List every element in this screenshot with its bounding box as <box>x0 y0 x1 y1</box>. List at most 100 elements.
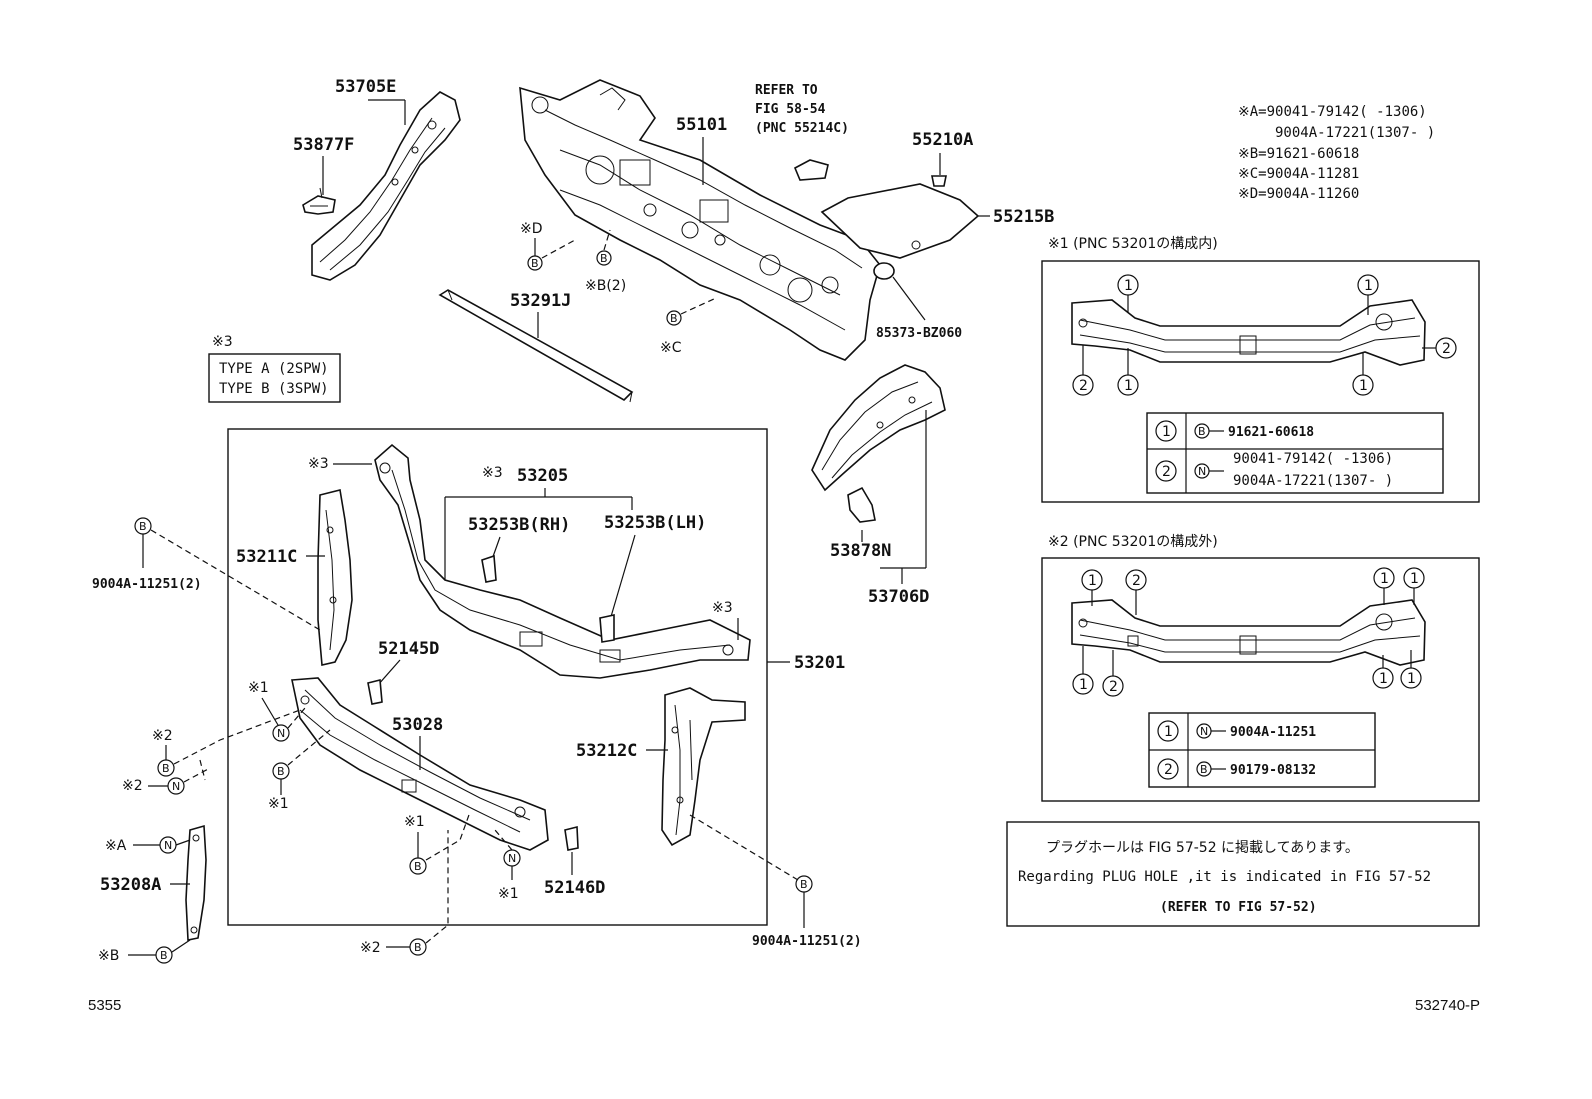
svg-text:N: N <box>1200 725 1208 738</box>
mark-3-upper-left: ※3 <box>308 456 329 472</box>
bolt-symbol-left-letter: B <box>139 520 147 533</box>
plug-note-refer: (REFER TO FIG 57-52) <box>1160 900 1317 915</box>
inset2-row2-part: 90179-08132 <box>1230 763 1316 778</box>
type-box-mark: ※3 <box>212 334 233 350</box>
bolt-symbol-2-letter: B <box>162 762 170 775</box>
svg-text:1: 1 <box>1379 671 1388 687</box>
svg-text:1: 1 <box>1410 571 1419 587</box>
svg-text:1: 1 <box>1407 671 1416 687</box>
bolt-symbol-b-letter: B <box>160 949 168 962</box>
plug-part-85373 <box>873 262 895 280</box>
clip-part-55210a <box>931 175 947 187</box>
label-53705e: 53705E <box>335 77 396 97</box>
mark-1-n-upper: ※1 <box>248 680 269 696</box>
bracket-part-52146d <box>564 825 579 851</box>
mark-2-b: ※2 <box>152 728 173 744</box>
type-b-label: TYPE B (3SPW) <box>219 381 329 397</box>
apron-upper-part-53705e <box>311 91 461 281</box>
label-53877f: 53877F <box>293 135 354 155</box>
bracket-part-53253b-rh <box>481 554 497 583</box>
label-85373-bz060: 85373-BZ060 <box>876 326 962 341</box>
bolt-symbol-2-bottom-letter: B <box>414 941 422 954</box>
inset2-row1-part: 9004A-11251 <box>1230 725 1316 740</box>
svg-text:2: 2 <box>1162 464 1171 480</box>
side-support-part-53211c <box>317 489 353 666</box>
dash-panel-part-55101 <box>519 79 881 361</box>
mark-b: ※B <box>98 948 119 964</box>
legend-c: ※C=9004A-11281 <box>1238 166 1359 182</box>
svg-text:1: 1 <box>1162 424 1171 440</box>
label-53878n: 53878N <box>830 541 891 561</box>
bracket-part-53253b-lh <box>599 614 615 643</box>
inset1-row2-part-b: 9004A-17221(1307- ) <box>1233 473 1393 489</box>
bolt-symbol-1-mid <box>409 857 427 875</box>
radiator-support-upper-part-53205 <box>374 443 751 679</box>
svg-text:1: 1 <box>1088 573 1097 589</box>
mark-b2: ※B(2) <box>585 278 626 294</box>
svg-text:B: B <box>1198 425 1206 438</box>
mark-2-bottom: ※2 <box>360 940 381 956</box>
label-55215b: 55215B <box>993 207 1054 227</box>
inset1-table: 1 2 B 91621-60618 N 90041-79142( -1306) … <box>1146 412 1444 494</box>
label-53253b-lh: 53253B(LH) <box>604 513 706 533</box>
nut-symbol-a-letter: N <box>164 839 172 852</box>
svg-text:2: 2 <box>1442 341 1451 357</box>
mark-c: ※C <box>660 340 682 356</box>
label-55210a: 55210A <box>912 130 973 150</box>
label-53253b-rh: 53253B(RH) <box>468 515 570 535</box>
clip-part-55214c <box>793 159 829 181</box>
label-bolt-right: 9004A-11251(2) <box>752 934 862 949</box>
bolt-symbol-b2-letter: B <box>600 252 608 265</box>
bracket-part-53877f <box>302 187 336 215</box>
nut-symbol-1 <box>272 724 290 742</box>
plug-note-en: Regarding PLUG HOLE ,it is indicated in … <box>1018 869 1431 885</box>
inset2-table: 1 2 N 9004A-11251 B 90179-08132 <box>1148 712 1376 788</box>
assembly-box-53201 <box>227 428 768 926</box>
inset2-box <box>1041 557 1480 802</box>
svg-text:1: 1 <box>1364 278 1373 294</box>
nut-symbol-2-letter: N <box>172 780 180 793</box>
label-53211c: 53211C <box>236 547 297 567</box>
label-52146d: 52146D <box>544 878 605 898</box>
mark-3-upper: ※3 <box>482 465 503 481</box>
type-a-label: TYPE A (2SPW) <box>219 361 329 377</box>
svg-text:1: 1 <box>1359 378 1368 394</box>
inset2-title: ※2 (PNC 53201の構成外) <box>1048 534 1218 550</box>
legend-a1: ※A=90041-79142( -1306) <box>1238 104 1427 120</box>
brace-part-53208a <box>185 824 207 941</box>
legend-b: ※B=91621-60618 <box>1238 146 1359 162</box>
label-52145d: 52145D <box>378 639 439 659</box>
footer-right-code: 532740-P <box>1415 997 1480 1014</box>
svg-text:1: 1 <box>1124 278 1133 294</box>
label-53205: 53205 <box>517 466 568 486</box>
mark-d: ※D <box>520 221 543 237</box>
mark-1-b-lower: ※1 <box>268 796 289 812</box>
inset1-support-drawing <box>1071 299 1426 366</box>
mark-1-b-mid: ※1 <box>404 814 425 830</box>
side-support-part-53212c <box>661 687 746 847</box>
svg-text:1: 1 <box>1124 378 1133 394</box>
label-53706d: 53706D <box>868 587 929 607</box>
legend-d: ※D=9004A-11260 <box>1238 186 1359 202</box>
bolt-symbol-right-letter: B <box>800 878 808 891</box>
footer-left-code: 5355 <box>88 997 121 1014</box>
bolt-symbol-2-bottom <box>409 938 427 956</box>
svg-text:2: 2 <box>1164 762 1173 778</box>
label-53208a: 53208A <box>100 875 161 895</box>
svg-text:1: 1 <box>1380 571 1389 587</box>
bolt-symbol-b2 <box>596 250 612 266</box>
nut-symbol-1-mid-letter: N <box>508 852 516 865</box>
svg-text:B: B <box>1200 763 1208 776</box>
svg-text:2: 2 <box>1079 378 1088 394</box>
legend-a2: 9004A-17221(1307- ) <box>1275 125 1435 141</box>
bolt-symbol-1-letter: B <box>277 765 285 778</box>
inset1-row2-part-a: 90041-79142( -1306) <box>1233 451 1393 467</box>
mark-3-right: ※3 <box>712 600 733 616</box>
bolt-symbol-2 <box>157 759 175 777</box>
bolt-symbol-d-letter: B <box>531 257 539 270</box>
apron-upper-part-53706d <box>811 364 946 492</box>
svg-text:2: 2 <box>1132 573 1141 589</box>
plug-note-jp: プラグホールは FIG 57-52 に掲載してあります。 <box>1046 840 1359 856</box>
inset2-support-drawing <box>1071 599 1426 666</box>
